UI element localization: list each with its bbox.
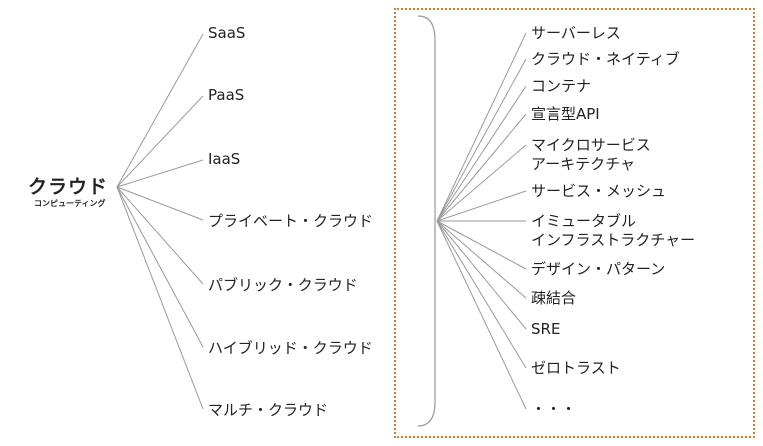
- characteristic-label: クラウド・ネイティブ: [531, 50, 680, 69]
- characteristic-line: ゼロトラスト: [531, 359, 621, 377]
- characteristic-line: ・・・: [531, 400, 577, 418]
- model-connector-line: [116, 33, 204, 188]
- model-connector-line: [116, 186, 204, 221]
- characteristic-line: マイクロサービス: [531, 136, 651, 154]
- characteristic-line: サービス・メッシュ: [531, 182, 667, 200]
- characteristic-label: コンテナ: [531, 77, 591, 96]
- characteristic-label: イミュータブルインフラストラクチャー: [531, 212, 695, 250]
- characteristic-connector-line: [436, 220, 527, 410]
- characteristic-connector-line: [436, 58, 527, 222]
- service-model-label: パブリック・クラウド: [208, 276, 358, 294]
- characteristic-connector-line: [436, 220, 527, 369]
- characteristic-connector-line: [436, 220, 527, 270]
- root-title: クラウド: [28, 176, 109, 198]
- model-connector-line: [116, 95, 204, 188]
- characteristic-line: クラウド・ネイティブ: [531, 50, 680, 68]
- characteristic-label: サーバーレス: [531, 24, 621, 43]
- model-connector-line: [116, 159, 204, 188]
- characteristic-label: 宣言型API: [531, 105, 600, 124]
- characteristic-line: コンテナ: [531, 77, 592, 95]
- service-model-label: プライベート・クラウド: [208, 212, 374, 230]
- characteristic-connector-line: [436, 190, 527, 222]
- characteristic-line: デザイン・パターン: [531, 260, 666, 278]
- characteristic-connector-line: [436, 144, 527, 222]
- characteristic-line: インフラストラクチャー: [531, 231, 696, 249]
- bracket: [417, 15, 436, 427]
- characteristic-connector-line: [436, 220, 527, 330]
- model-connector-line: [116, 186, 204, 285]
- characteristic-connector-line: [436, 85, 527, 222]
- characteristic-line: SRE: [531, 320, 561, 338]
- characteristic-label: デザイン・パターン: [531, 260, 665, 279]
- service-model-label: ハイブリッド・クラウド: [208, 339, 373, 357]
- characteristic-label: サービス・メッシュ: [531, 182, 666, 201]
- characteristic-connector-line: [436, 220, 527, 299]
- model-connector-line: [116, 186, 204, 410]
- characteristics-box: [394, 8, 755, 438]
- characteristic-label: ・・・: [531, 400, 576, 419]
- service-model-label: IaaS: [208, 150, 241, 168]
- model-connector-line: [116, 186, 204, 348]
- characteristic-line: イミュータブル: [531, 212, 637, 230]
- characteristic-connector-line: [436, 32, 527, 222]
- characteristic-line: 疎結合: [531, 289, 577, 307]
- characteristic-line: 宣言型API: [531, 105, 600, 123]
- characteristic-label: ゼロトラスト: [531, 359, 621, 378]
- characteristic-label: マイクロサービスアーキテクチャ: [531, 136, 651, 174]
- characteristic-line: サーバーレス: [531, 24, 621, 42]
- service-model-label: マルチ・クラウド: [208, 401, 329, 419]
- root-subtitle: コンピューティング: [34, 199, 106, 208]
- characteristic-label: 疎結合: [531, 289, 576, 308]
- characteristic-line: アーキテクチャ: [531, 155, 635, 173]
- characteristic-connector-line: [436, 113, 527, 222]
- characteristic-label: SRE: [531, 320, 560, 339]
- service-model-label: SaaS: [208, 24, 246, 42]
- service-model-label: PaaS: [208, 86, 245, 104]
